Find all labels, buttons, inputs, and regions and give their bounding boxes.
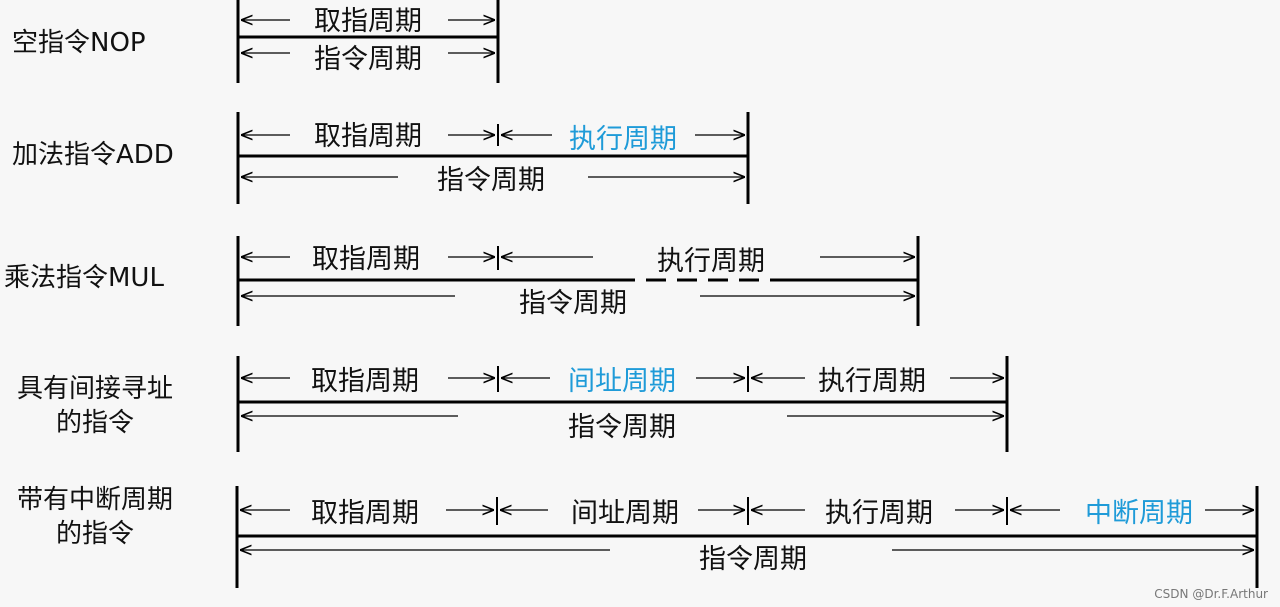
row-interrupt: 取指周期 间址周期 执行周期 中断周期 指令周期	[235, 486, 1259, 588]
row-label-text: 带有中断周期	[16, 485, 173, 515]
row-nop: 取指周期 指令周期	[236, 0, 500, 83]
period-label-instruction: 指令周期	[437, 165, 545, 196]
row-label-nop: 空指令NOP	[12, 26, 217, 60]
row-label-interrupt: 带有中断周期 的指令	[4, 483, 186, 551]
row-label-text: 的指令	[55, 519, 134, 549]
row-label-add: 加法指令ADD	[12, 138, 217, 172]
period-label-execute: 执行周期	[569, 124, 677, 155]
row-label-text: 具有间接寻址	[16, 374, 173, 404]
row-label-text: 空指令NOP	[12, 28, 146, 58]
row-label-indirect: 具有间接寻址 的指令	[4, 372, 186, 440]
period-label-fetch: 取指周期	[314, 6, 422, 37]
period-label-execute: 执行周期	[825, 498, 933, 529]
row-label-text: 加法指令ADD	[12, 140, 174, 170]
period-label-fetch: 取指周期	[311, 366, 419, 397]
period-label-indirect: 间址周期	[571, 498, 679, 529]
period-label-instruction: 指令周期	[699, 544, 807, 575]
period-label-execute: 执行周期	[818, 366, 926, 397]
period-label-fetch: 取指周期	[311, 498, 419, 529]
row-add: 取指周期 执行周期 指令周期	[236, 112, 750, 204]
period-label-instruction: 指令周期	[568, 412, 676, 443]
period-label-indirect: 间址周期	[568, 366, 676, 397]
period-label-interrupt: 中断周期	[1085, 498, 1193, 529]
period-label-fetch: 取指周期	[312, 244, 420, 275]
row-indirect: 取指周期 间址周期 执行周期 指令周期	[236, 356, 1009, 452]
row-label-text: 乘法指令MUL	[4, 263, 164, 293]
period-label-fetch: 取指周期	[314, 121, 422, 152]
period-label-instruction: 指令周期	[519, 288, 627, 319]
watermark: CSDN @Dr.F.Arthur	[1154, 587, 1268, 601]
period-label-instruction: 指令周期	[314, 44, 422, 75]
row-label-mul: 乘法指令MUL	[4, 261, 209, 295]
period-label-execute: 执行周期	[657, 246, 765, 277]
row-label-text: 的指令	[55, 408, 134, 438]
row-mul: 取指周期 执行周期 指令周期	[236, 236, 920, 326]
